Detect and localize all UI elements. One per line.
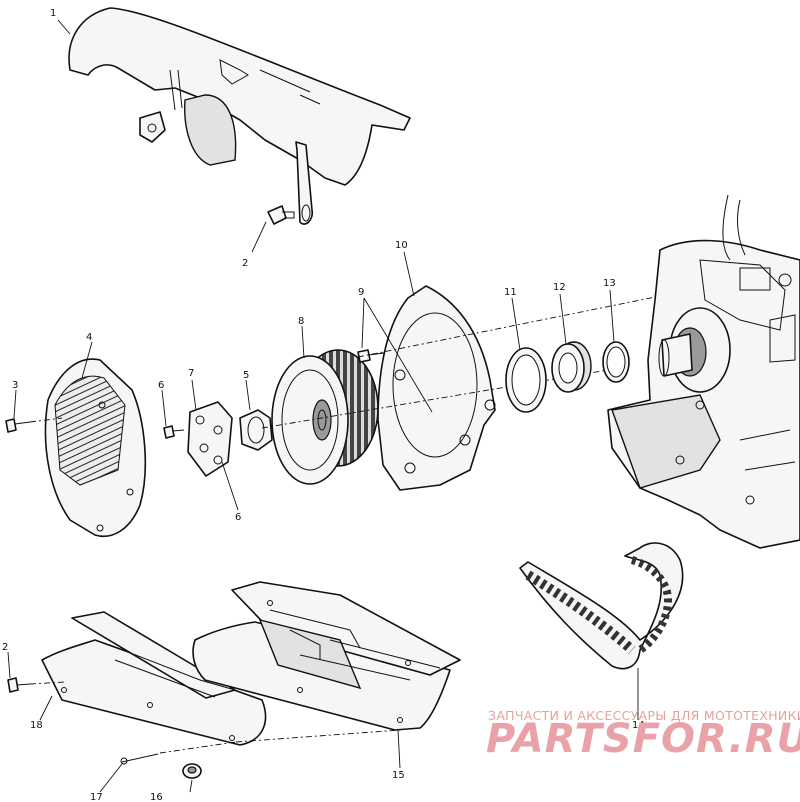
washer-part (182, 763, 202, 779)
callout-11: 11 (504, 287, 517, 298)
lower-guard-top-part (231, 581, 461, 690)
nut-part (239, 409, 273, 451)
callout-18: 18 (30, 720, 43, 731)
engine-case-part (607, 194, 800, 549)
callout-13: 13 (603, 278, 616, 289)
seal-ring-part (505, 347, 547, 413)
o-ring-part (602, 341, 630, 383)
small-bolt-part (163, 425, 185, 439)
callout-2-top: 2 (242, 258, 248, 269)
upper-guard-part (68, 7, 411, 225)
bushing-part (551, 341, 592, 393)
inner-cover-part (377, 285, 496, 491)
callout-8: 8 (298, 316, 304, 327)
lower-guard-18-part (41, 611, 267, 746)
callout-2-bottom: 2 (2, 642, 8, 653)
pin-part (120, 753, 159, 765)
leader-lines (7, 19, 639, 793)
callout-9: 9 (358, 287, 364, 298)
callout-17: 17 (90, 792, 103, 802)
callout-3: 3 (12, 380, 18, 391)
callout-12: 12 (553, 282, 566, 293)
callout-15: 15 (392, 770, 405, 781)
watermark-logo: PARTSFOR.RU (486, 716, 800, 762)
callout-1: 1 (50, 8, 56, 19)
sprocket-part (271, 349, 379, 485)
callout-labels: 1 2 3 4 5 6 7 6 8 9 10 11 12 13 14 15 16… (2, 8, 645, 802)
bolt-top-part (267, 205, 295, 225)
screw-left-part (5, 418, 31, 433)
watermark-tagline: ЗАПЧАСТИ И АКСЕССУАРЫ ДЛЯ МОТОТЕХНИКИ (488, 708, 800, 723)
watermark: ЗАПЧАСТИ И АКСЕССУАРЫ ДЛЯ МОТОТЕХНИКИ PA… (486, 708, 800, 762)
callout-14: 14 (632, 720, 645, 731)
callout-7: 7 (188, 368, 194, 379)
callout-5: 5 (243, 370, 249, 381)
callout-10: 10 (395, 240, 408, 251)
plate-part (187, 401, 233, 477)
callout-6-top: 6 (158, 380, 164, 391)
drive-belt-part (519, 542, 684, 670)
callout-4: 4 (86, 332, 92, 343)
callout-16: 16 (150, 792, 163, 802)
outer-cover-part (44, 358, 147, 537)
callout-6-bottom: 6 (235, 512, 241, 523)
bolt-lower-part (7, 677, 31, 693)
